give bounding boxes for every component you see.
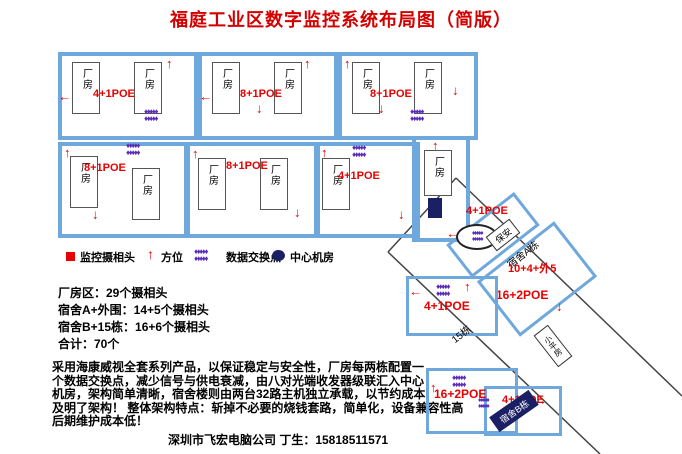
- data-switch-icon: ♦♦♦♦♦♦♦♦♦♦: [452, 373, 466, 389]
- direction-arrow-icon: ↑: [55, 95, 71, 102]
- factory-block-6: [316, 142, 420, 238]
- stats-line: 宿舍A+外围：14+5个摄相头: [58, 303, 209, 317]
- factory-room: 厂房: [322, 158, 350, 210]
- direction-arrow-icon: ↑: [432, 138, 439, 153]
- direction-arrow-icon: ↑: [533, 399, 549, 406]
- poe-label: 16+2POE: [434, 387, 487, 401]
- poe-label: 4+1POE: [338, 170, 380, 182]
- poe-label: 8+1POE: [370, 88, 412, 100]
- direction-arrow-icon: ↑: [64, 145, 71, 160]
- direction-arrow-icon: ↑: [196, 95, 212, 102]
- direction-arrow-icon: ↑: [92, 209, 99, 224]
- poe-label: 10+4+外5: [508, 263, 557, 275]
- poe-label: 4+1POE: [466, 205, 508, 217]
- data-switch-icon: ♦♦♦♦♦♦♦♦♦♦: [471, 230, 484, 243]
- direction-arrow-icon: ↑: [294, 207, 301, 222]
- data-switch-icon: ♦♦♦♦♦♦♦♦♦♦: [352, 143, 366, 159]
- factory-room: 厂房: [352, 62, 380, 114]
- dorm-b-block-2: [484, 386, 562, 436]
- poe-label: 8+1POE: [226, 160, 268, 172]
- factory-room: 厂房: [260, 158, 288, 210]
- legend-camera-label: 监控摄相头: [80, 252, 135, 264]
- hut-building: 小平房: [533, 324, 573, 368]
- data-switch-icon: ♦♦♦♦♦♦♦♦♦♦: [126, 141, 140, 157]
- direction-arrow-icon: ↑: [147, 246, 154, 262]
- data-switch-icon: ♦♦♦♦♦♦♦♦♦♦: [194, 247, 208, 263]
- direction-arrow-icon: ↑: [256, 103, 263, 118]
- factory-block-1: [58, 52, 198, 140]
- direction-arrow-icon: ↑: [344, 56, 351, 71]
- center-room-icon: [272, 250, 285, 261]
- direction-arrow-icon: ↑: [192, 146, 199, 161]
- direction-arrow-icon: ↑: [452, 85, 459, 100]
- legend-direction-label: 方位: [161, 252, 183, 264]
- direction-arrow-icon: ↑: [321, 145, 328, 160]
- direction-arrow-icon: ↑: [556, 301, 563, 316]
- stats-line: 厂房区：29个摄相头: [58, 286, 168, 300]
- camera-statistics: 厂房区：29个摄相头 宿舍A+外围：14+5个摄相头 宿舍B+15栋：16+6个…: [58, 285, 210, 353]
- camera-icon: [66, 252, 75, 261]
- data-switch-icon: ♦♦♦♦♦♦♦♦♦♦: [144, 107, 158, 123]
- page-title: 福庭工业区数字监控系统布局图（简版）: [170, 10, 512, 30]
- data-switch-icon: ♦♦♦♦♦♦♦♦♦♦: [436, 282, 450, 298]
- factory-room: 厂房: [134, 62, 162, 114]
- equipment-marker: [428, 198, 442, 218]
- system-description: 采用海康威视全套系列产品，以保证稳定与安全性，厂房每两栋配置一 个数据交换点，减…: [52, 360, 464, 428]
- direction-arrow-icon: ↑: [378, 103, 385, 118]
- factory-room: 厂房: [424, 150, 452, 196]
- direction-arrow-icon: ↑: [166, 56, 173, 71]
- factory-room: 厂房: [72, 62, 100, 114]
- direction-arrow-icon: ↑: [398, 209, 405, 224]
- legend-switch-label: 数据交换点: [226, 252, 281, 264]
- factory-block-2: [198, 52, 338, 140]
- poe-label: 8+1POE: [84, 162, 126, 174]
- data-switch-icon: ♦♦♦♦♦♦♦♦♦♦: [478, 397, 490, 410]
- direction-arrow-icon: ↑: [443, 232, 459, 239]
- factory-room: 厂房: [70, 156, 98, 208]
- factory-room: 厂房: [132, 168, 160, 220]
- direction-arrow-icon: ↑: [406, 290, 422, 297]
- poe-label: 4+1POE: [424, 299, 470, 313]
- stats-line: 合计：70个: [58, 337, 120, 351]
- poe-label: 4+1POE: [93, 88, 135, 100]
- poe-label: 16+2POE: [496, 288, 549, 302]
- factory-room: 厂房: [212, 62, 240, 114]
- stats-line: 宿舍B+15栋：16+6个摄相头: [58, 320, 211, 334]
- direction-arrow-icon: ↑: [304, 56, 311, 71]
- factory-block-3: [338, 52, 478, 140]
- poe-label: 8+1POE: [240, 88, 282, 100]
- legend-center-label: 中心机房: [290, 252, 334, 264]
- factory-room: 厂房: [274, 62, 302, 114]
- direction-arrow-icon: ↑: [430, 380, 437, 395]
- factory-block-7: [412, 136, 470, 242]
- company-contact: 深圳市飞宏电脑公司 丁生：15818511571: [168, 433, 389, 447]
- factory-room: 厂房: [198, 158, 226, 210]
- factory-room: 厂房: [414, 62, 442, 114]
- data-switch-icon: ♦♦♦♦♦♦♦♦♦♦: [410, 107, 424, 123]
- building15-block: [406, 276, 498, 336]
- direction-arrow-icon: ↑: [464, 279, 471, 294]
